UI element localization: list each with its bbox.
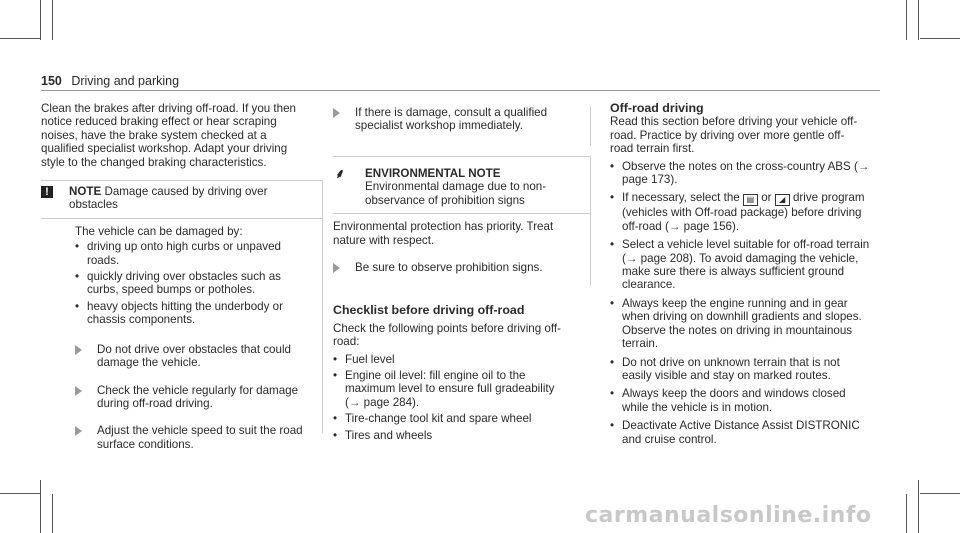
section-heading: Off-road driving <box>610 101 704 115</box>
list-item: If necessary, select the ▤ or ◢ drive pr… <box>610 191 872 233</box>
item-text: or <box>761 191 772 205</box>
step-text: Be sure to observe prohibition signs. <box>355 261 543 275</box>
env-label: ENVIRONMENTAL NOTE <box>365 167 501 180</box>
page-header: 150 Driving and parking <box>41 74 179 88</box>
note-title: Damage caused by driving over obstacles <box>69 185 268 212</box>
triangle-right-icon <box>333 108 347 118</box>
instruction-step: If there is damage, consult a qualified … <box>333 106 590 133</box>
list-item: Do not drive on unknown terrain that is … <box>610 356 872 383</box>
list-item: Deactivate Active Distance Assist DISTRO… <box>610 419 872 446</box>
env-body: Environmental protection has priority. T… <box>333 213 590 286</box>
intro-paragraph: Clean the brakes after driving off-road.… <box>41 102 296 169</box>
column-left: Clean the brakes after driving off-road.… <box>41 102 323 451</box>
crop-mark <box>906 0 907 40</box>
list-item: quickly driving over obstacles such as c… <box>75 270 290 297</box>
instruction-step: Check the vehicle regularly for damage d… <box>75 384 322 411</box>
note-lead: The vehicle can be damaged by: <box>75 224 243 238</box>
crop-mark <box>52 0 53 40</box>
env-title: Environmental damage due to non-observan… <box>365 180 547 207</box>
triangle-right-icon <box>75 344 89 355</box>
list-item: Tire-change tool kit and spare wheel <box>333 412 568 426</box>
note-continuation: If there is damage, consult a qualified … <box>333 106 591 146</box>
list-item: driving up onto high curbs or unpaved ro… <box>75 240 290 267</box>
step-text: Adjust the vehicle speed to suit the roa… <box>97 424 303 451</box>
list-item: Engine oil level: fill engine oil to the… <box>333 369 568 409</box>
offroad-car-icon: ▤ <box>742 194 758 207</box>
step-text: Do not drive over obstacles that could d… <box>97 342 291 370</box>
checklist-heading: Checklist before driving off-road <box>333 303 525 318</box>
crop-mark <box>918 0 919 40</box>
list-item: Always keep the doors and windows closed… <box>610 387 872 414</box>
instruction-step: Do not drive over obstacles that could d… <box>75 343 322 370</box>
note-list: driving up onto high curbs or unpaved ro… <box>75 240 290 326</box>
triangle-right-icon <box>75 385 89 396</box>
exclamation-icon: ! <box>41 186 53 199</box>
crop-mark <box>920 493 960 494</box>
header-divider <box>41 90 880 91</box>
step-text: Check the vehicle regularly for damage d… <box>97 383 299 410</box>
note-title-row: ! NOTE Damage caused by driving over obs… <box>41 181 322 218</box>
list-item: Observe the notes on the cross-country A… <box>610 160 872 187</box>
crop-mark <box>0 38 40 39</box>
list-item: Fuel level <box>333 353 568 367</box>
environmental-note-box: ⸙ ENVIRONMENTAL NOTE Environmental damag… <box>333 156 591 287</box>
page-number: 150 <box>41 74 62 88</box>
instruction-step: Adjust the vehicle speed to suit the roa… <box>75 424 322 451</box>
note-box: ! NOTE Damage caused by driving over obs… <box>41 180 323 451</box>
column-right: Off-road driving Read this section befor… <box>610 101 880 451</box>
list-item: heavy objects hitting the underbody or c… <box>75 300 290 327</box>
note-label: NOTE <box>69 185 102 199</box>
list-item: Tires and wheels <box>333 429 568 443</box>
crop-mark <box>0 493 40 494</box>
step-text: If there is damage, consult a qualified … <box>355 106 548 133</box>
note-heading: NOTE Damage caused by driving over obsta… <box>69 185 289 212</box>
section-title: Driving and parking <box>71 74 180 88</box>
list-item: Always keep the engine running and in ge… <box>610 297 872 351</box>
item-text: drive program (vehicles with Off-road pa… <box>622 191 865 233</box>
watermark: carmanualsonline.info <box>585 503 872 528</box>
column-middle: If there is damage, consult a qualified … <box>333 102 591 445</box>
env-text: Environmental protection has priority. T… <box>333 220 554 247</box>
crop-mark <box>920 38 960 39</box>
crop-mark <box>52 494 53 533</box>
checklist-lead: Check the following points before drivin… <box>333 321 561 349</box>
checklist: Fuel level Engine oil level: fill engine… <box>333 353 568 443</box>
env-heading: ENVIRONMENTAL NOTE Environmental damage … <box>365 167 570 207</box>
crop-mark <box>906 494 907 533</box>
list-item: Select a vehicle level suitable for off-… <box>610 238 872 292</box>
item-text: If necessary, select the <box>622 191 740 205</box>
triangle-right-icon <box>75 426 89 437</box>
env-title-row: ⸙ ENVIRONMENTAL NOTE Environmental damag… <box>333 157 590 213</box>
crop-mark <box>40 0 41 40</box>
triangle-right-icon <box>333 263 347 274</box>
crop-mark <box>40 480 41 533</box>
offroad-slope-icon: ◢ <box>774 194 790 207</box>
instruction-step: Be sure to observe prohibition signs. <box>333 261 590 274</box>
section-intro: Read this section before driving your ve… <box>610 115 858 156</box>
crop-mark <box>918 480 919 533</box>
leaf-icon: ⸙ <box>335 166 345 181</box>
note-body: The vehicle can be damaged by: driving u… <box>41 217 322 451</box>
offroad-list: Observe the notes on the cross-country A… <box>610 160 872 446</box>
